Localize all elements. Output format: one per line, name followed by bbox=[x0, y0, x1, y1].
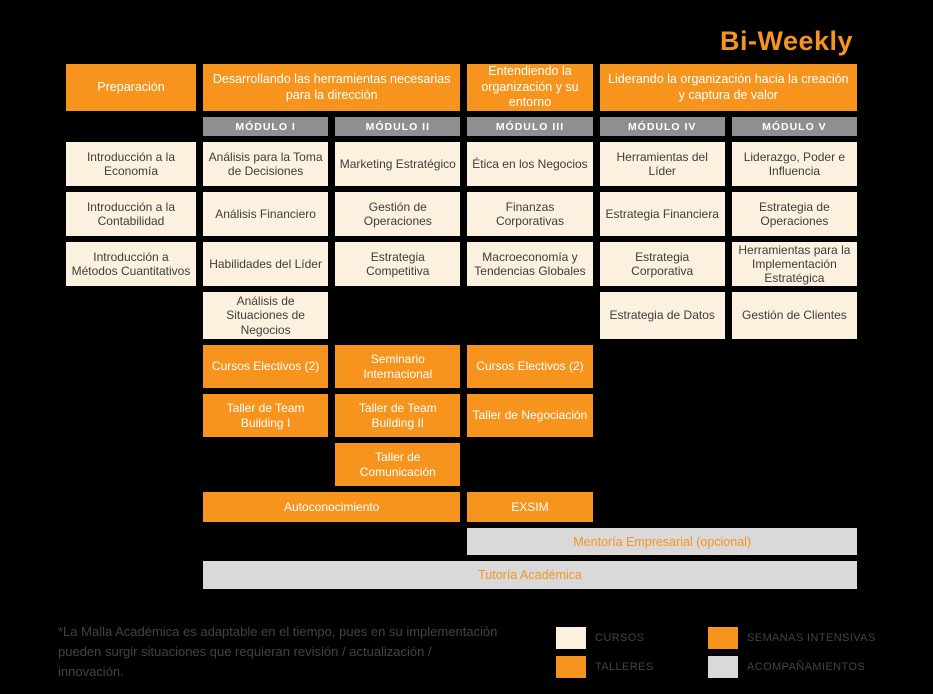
band-exsim: EXSIM bbox=[467, 492, 593, 522]
course-marketing-estrategico: Marketing Estratégico bbox=[335, 142, 461, 186]
legend-label-semanas-intensivas: SEMANAS INTENSIVAS bbox=[747, 632, 876, 644]
footnote-text: *La Malla Académica es adaptable en el t… bbox=[58, 624, 498, 680]
legend-item-acompanamientos: ACOMPAÑAMIENTOS bbox=[708, 656, 865, 678]
legend-label-talleres: TALLERES bbox=[595, 661, 654, 673]
band-autoconocimiento: Autoconocimiento bbox=[203, 492, 461, 522]
talleres-swatch-icon bbox=[556, 656, 586, 678]
cursos-swatch-icon bbox=[556, 627, 586, 649]
course-intro-economia: Introducción a la Economía bbox=[66, 142, 196, 186]
workshop-seminario-internacional: Seminario Internacional bbox=[335, 345, 461, 388]
module-header-4: MÓDULO IV bbox=[599, 117, 725, 136]
phase-herramientas-direccion: Desarrollando las herramientas necesaria… bbox=[203, 64, 461, 111]
workshop-comunicacion: Taller de Comunicación bbox=[335, 443, 461, 486]
course-analisis-situaciones-negocios: Análisis de Situaciones de Negocios bbox=[203, 292, 329, 339]
course-estrategia-datos: Estrategia de Datos bbox=[599, 292, 725, 339]
module-header-2: MÓDULO II bbox=[335, 117, 461, 136]
workshop-team-building-1: Taller de Team Building I bbox=[203, 394, 329, 437]
phase-preparacion: Preparación bbox=[66, 64, 196, 111]
workshop-negociacion: Taller de Negociación bbox=[467, 394, 593, 437]
legend-item-talleres: TALLERES bbox=[556, 656, 654, 678]
course-herramientas-lider: Herramientas del Líder bbox=[599, 142, 725, 186]
course-finanzas-corporativas: Finanzas Corporativas bbox=[467, 192, 593, 236]
workshop-cursos-electivos-mod1: Cursos Electivos (2) bbox=[203, 345, 329, 388]
course-gestion-clientes: Gestión de Clientes bbox=[731, 292, 857, 339]
band-mentoria-empresarial: Mentoría Empresarial (opcional) bbox=[467, 528, 857, 555]
course-estrategia-competitiva: Estrategia Competitiva bbox=[335, 242, 461, 286]
course-macroeconomia-tendencias: Macroeconomía y Tendencias Globales bbox=[467, 242, 593, 286]
workshop-cursos-electivos-mod3: Cursos Electivos (2) bbox=[467, 345, 593, 388]
course-estrategia-corporativa: Estrategia Corporativa bbox=[599, 242, 725, 286]
semanas-intensivas-swatch-icon bbox=[708, 627, 738, 649]
module-header-5: MÓDULO V bbox=[731, 117, 857, 136]
course-intro-metodos-cuantitativos: Introducción a Métodos Cuantitativos bbox=[66, 242, 196, 286]
legend-label-acompanamientos: ACOMPAÑAMIENTOS bbox=[747, 661, 866, 673]
course-etica-negocios: Ética en los Negocios bbox=[467, 142, 593, 186]
legend-label-cursos: CURSOS bbox=[595, 632, 645, 644]
course-estrategia-operaciones: Estrategia de Operaciones bbox=[731, 192, 857, 236]
course-estrategia-financiera: Estrategia Financiera bbox=[599, 192, 725, 236]
module-header-3: MÓDULO III bbox=[467, 117, 593, 136]
phase-liderando-valor: Liderando la organización hacia la creac… bbox=[599, 64, 857, 111]
course-habilidades-lider: Habilidades del Líder bbox=[203, 242, 329, 286]
phase-organizacion-entorno: Entendiendo la organización y su entorno bbox=[467, 64, 593, 111]
legend-item-semanas-intensivas: SEMANAS INTENSIVAS bbox=[708, 627, 876, 649]
module-header-1: MÓDULO I bbox=[203, 117, 329, 136]
course-gestion-operaciones: Gestión de Operaciones bbox=[335, 192, 461, 236]
acompanamientos-swatch-icon bbox=[708, 656, 738, 678]
course-intro-contabilidad: Introducción a la Contabilidad bbox=[66, 192, 196, 236]
course-liderazgo-poder-influencia: Liderazgo, Poder e Influencia bbox=[731, 142, 857, 186]
course-analisis-toma-decisiones: Análisis para la Toma de Decisiones bbox=[203, 142, 329, 186]
course-analisis-financiero: Análisis Financiero bbox=[203, 192, 329, 236]
bi-weekly-badge: Bi-Weekly bbox=[720, 26, 854, 56]
course-herramientas-implementacion: Herramientas para la Implementación Estr… bbox=[731, 242, 857, 286]
band-tutoria-academica: Tutoría Académica bbox=[203, 561, 857, 589]
curriculum-grid: Preparación Desarrollando las herramient… bbox=[66, 64, 857, 589]
workshop-team-building-2: Taller de Team Building II bbox=[335, 394, 461, 437]
legend-item-cursos: CURSOS bbox=[556, 627, 644, 649]
